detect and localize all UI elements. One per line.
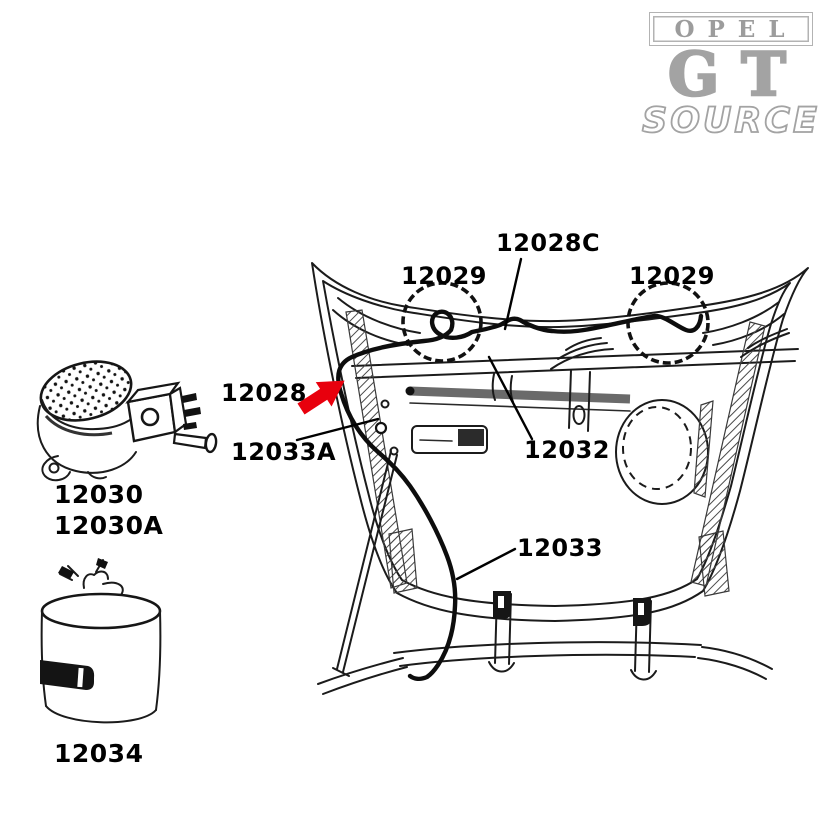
part-label-12034: 12034 — [54, 739, 144, 768]
logo-source-text: SOURCE — [641, 101, 820, 141]
part-label-12029-right: 12029 — [629, 262, 715, 290]
hood-underside-drawing — [311, 262, 809, 695]
logo-model-text: GT — [667, 40, 808, 110]
part-label-12028C: 12028C — [496, 229, 601, 257]
part-label-12029-left: 12029 — [401, 262, 487, 290]
part-label-12032: 12032 — [524, 436, 610, 464]
pump-switch-drawing — [36, 360, 218, 482]
washer-hose-drawing — [336, 309, 704, 681]
part-label-12033A: 12033A — [231, 438, 337, 466]
logo: OPEL GT SOURCE — [638, 12, 824, 141]
reservoir-bottle-drawing — [40, 558, 162, 724]
opel-badge: OPEL — [649, 12, 813, 46]
part-label-12028: 12028 — [221, 379, 307, 407]
leader-lines — [295, 257, 534, 581]
part-label-12033: 12033 — [517, 534, 603, 562]
red-pointer-arrow — [297, 380, 345, 415]
part-label-12030: 12030 — [54, 480, 144, 509]
part-label-12030A: 12030A — [54, 511, 164, 540]
nozzle-callout-circles — [401, 281, 710, 365]
